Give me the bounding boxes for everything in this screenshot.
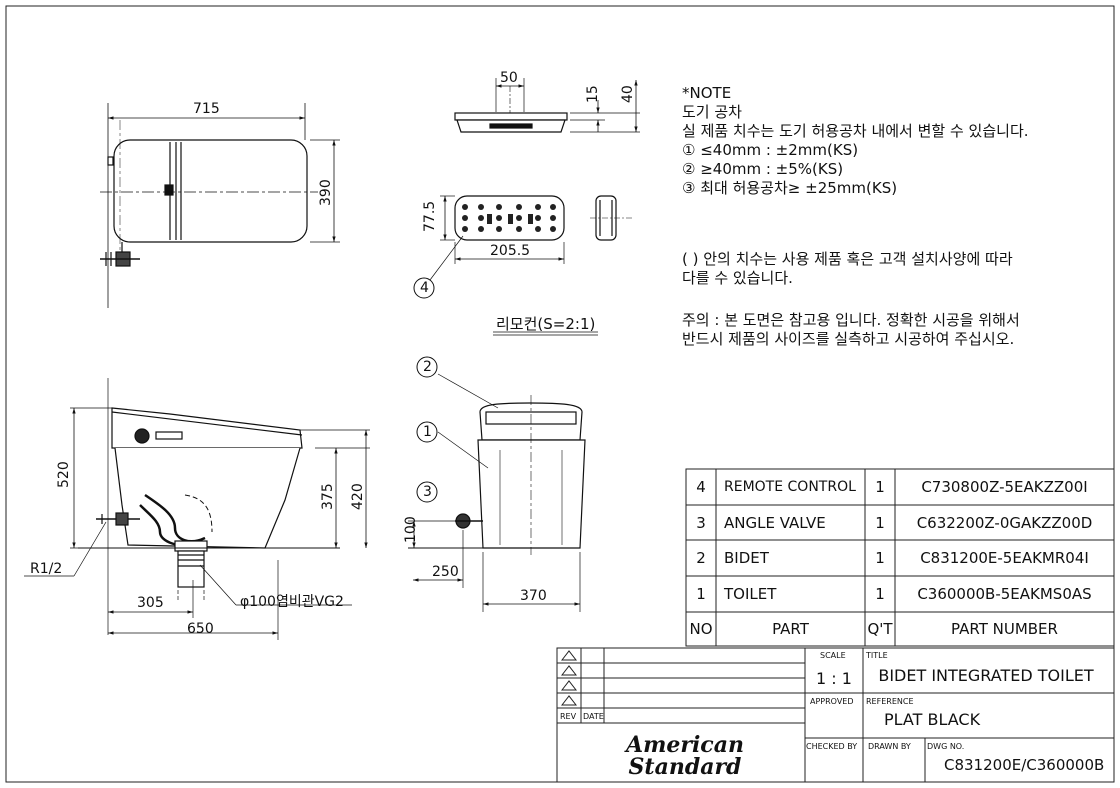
- logo-line: American: [626, 732, 744, 758]
- top-view: [100, 103, 340, 308]
- date-label: DATE: [583, 712, 604, 721]
- dim-depth-390: 390: [318, 179, 334, 206]
- notes-title: *NOTE: [682, 84, 732, 102]
- part-name: BIDET: [724, 549, 769, 567]
- parts-table-grid: [685, 468, 1115, 647]
- callout-circle-2: [416, 356, 438, 378]
- dim-height-375: 375: [320, 483, 336, 510]
- header-qty: Q'T: [867, 620, 893, 638]
- notes-line: ② ≥40mm : ±5%(KS): [682, 160, 844, 178]
- front-view: [408, 373, 586, 612]
- part-no: 4: [696, 478, 706, 496]
- title-block-grid: [556, 647, 1115, 783]
- dim-remote-40: 40: [620, 85, 636, 103]
- notes-line: 도기 공차: [682, 103, 742, 121]
- callout-circle-3: [416, 481, 438, 503]
- side-view: [24, 378, 370, 640]
- notes-line: ③ 최대 허용공차≥ ±25mm(KS): [682, 179, 898, 197]
- dwg-value: C831200E/C360000B: [944, 756, 1105, 774]
- part-number: C632200Z-0GAKZZ00D: [916, 513, 1093, 532]
- reference-label: REFERENCE: [866, 697, 914, 706]
- part-number: C831200E-5EAKMR04I: [920, 549, 1089, 567]
- scale-value: 1 : 1: [816, 668, 852, 688]
- dim-100: 100: [403, 516, 419, 543]
- dim-250: 250: [432, 564, 459, 580]
- dim-remote-205-5: 205.5: [490, 243, 531, 259]
- dim-width-715: 715: [193, 101, 220, 117]
- logo-line: Standard: [628, 754, 742, 780]
- dim-height-520: 520: [56, 461, 72, 488]
- notes-block: *NOTE 도기 공차 실 제품 치수는 도기 허용공차 내에서 변할 수 있습…: [682, 84, 1029, 198]
- callout-1: 1: [423, 424, 432, 440]
- rev-label: REV: [560, 712, 577, 721]
- american-standard-logo: American Standard: [610, 734, 760, 778]
- dim-remote-15: 15: [585, 85, 601, 103]
- paren-note-line: 다를 수 있습니다.: [682, 269, 793, 287]
- part-name: ANGLE VALVE: [724, 513, 826, 532]
- reference-value: PLAT BLACK: [884, 710, 981, 729]
- callout-3: 3: [423, 484, 432, 500]
- part-name: REMOTE CONTROL: [724, 479, 856, 495]
- dim-370: 370: [520, 588, 547, 604]
- paren-note-line: ( ) 안의 치수는 사용 제품 혹은 고객 설치사양에 따라: [682, 250, 1013, 268]
- part-no: 1: [696, 585, 706, 603]
- header-part: PART: [772, 620, 809, 638]
- callout-2: 2: [423, 359, 432, 375]
- part-qty: 1: [875, 478, 885, 496]
- dim-305: 305: [137, 595, 164, 611]
- title-value: BIDET INTEGRATED TOILET: [878, 665, 1094, 685]
- drawn-label: DRAWN BY: [868, 742, 911, 751]
- part-number: C360000B-5EAKMS0AS: [917, 585, 1092, 603]
- notes-line: 실 제품 치수는 도기 허용공차 내에서 변할 수 있습니다.: [682, 122, 1029, 140]
- caution-line: 반드시 제품의 사이즈를 실측하고 시공하여 주십시오.: [682, 330, 1015, 348]
- caution-line: 주의 : 본 도면은 참고용 입니다. 정확한 시공을 위해서: [682, 311, 1020, 329]
- remote-front-view: [454, 78, 640, 133]
- callout-circle-1: [416, 421, 438, 443]
- header-no: NO: [689, 620, 713, 638]
- dim-supply-thread: R1/2: [30, 561, 63, 577]
- part-qty: 1: [875, 549, 885, 567]
- remote-caption: 리모컨(S=2:1): [496, 315, 596, 333]
- checked-label: CHECKED BY: [806, 742, 858, 751]
- caution-note: 주의 : 본 도면은 참고용 입니다. 정확한 시공을 위해서 반드시 제품의 …: [682, 311, 1020, 349]
- header-part-number: PART NUMBER: [951, 620, 1058, 638]
- dim-remote-50: 50: [500, 70, 518, 86]
- part-qty: 1: [875, 585, 885, 603]
- notes-line: ① ≤40mm : ±2mm(KS): [682, 141, 859, 159]
- part-number: C730800Z-5EAKZZ00I: [921, 478, 1088, 496]
- approved-label: APPROVED: [810, 697, 854, 706]
- title-label: TITLE: [866, 651, 888, 660]
- remote-top-view: [429, 195, 632, 336]
- callout-4: 4: [420, 280, 429, 296]
- paren-note: ( ) 안의 치수는 사용 제품 혹은 고객 설치사양에 따라 다를 수 있습니…: [682, 250, 1013, 288]
- dim-drain-pipe: φ100염비관VG2: [240, 594, 344, 610]
- dim-remote-77-5: 77.5: [422, 200, 438, 232]
- callout-circle-4: [413, 277, 435, 299]
- scale-label: SCALE: [820, 651, 846, 660]
- dwg-label: DWG NO.: [927, 742, 965, 751]
- dim-650: 650: [187, 621, 214, 637]
- part-qty: 1: [875, 513, 885, 532]
- part-no: 3: [696, 513, 706, 532]
- part-no: 2: [696, 549, 706, 567]
- dim-height-420: 420: [350, 483, 366, 510]
- part-name: TOILET: [724, 585, 777, 603]
